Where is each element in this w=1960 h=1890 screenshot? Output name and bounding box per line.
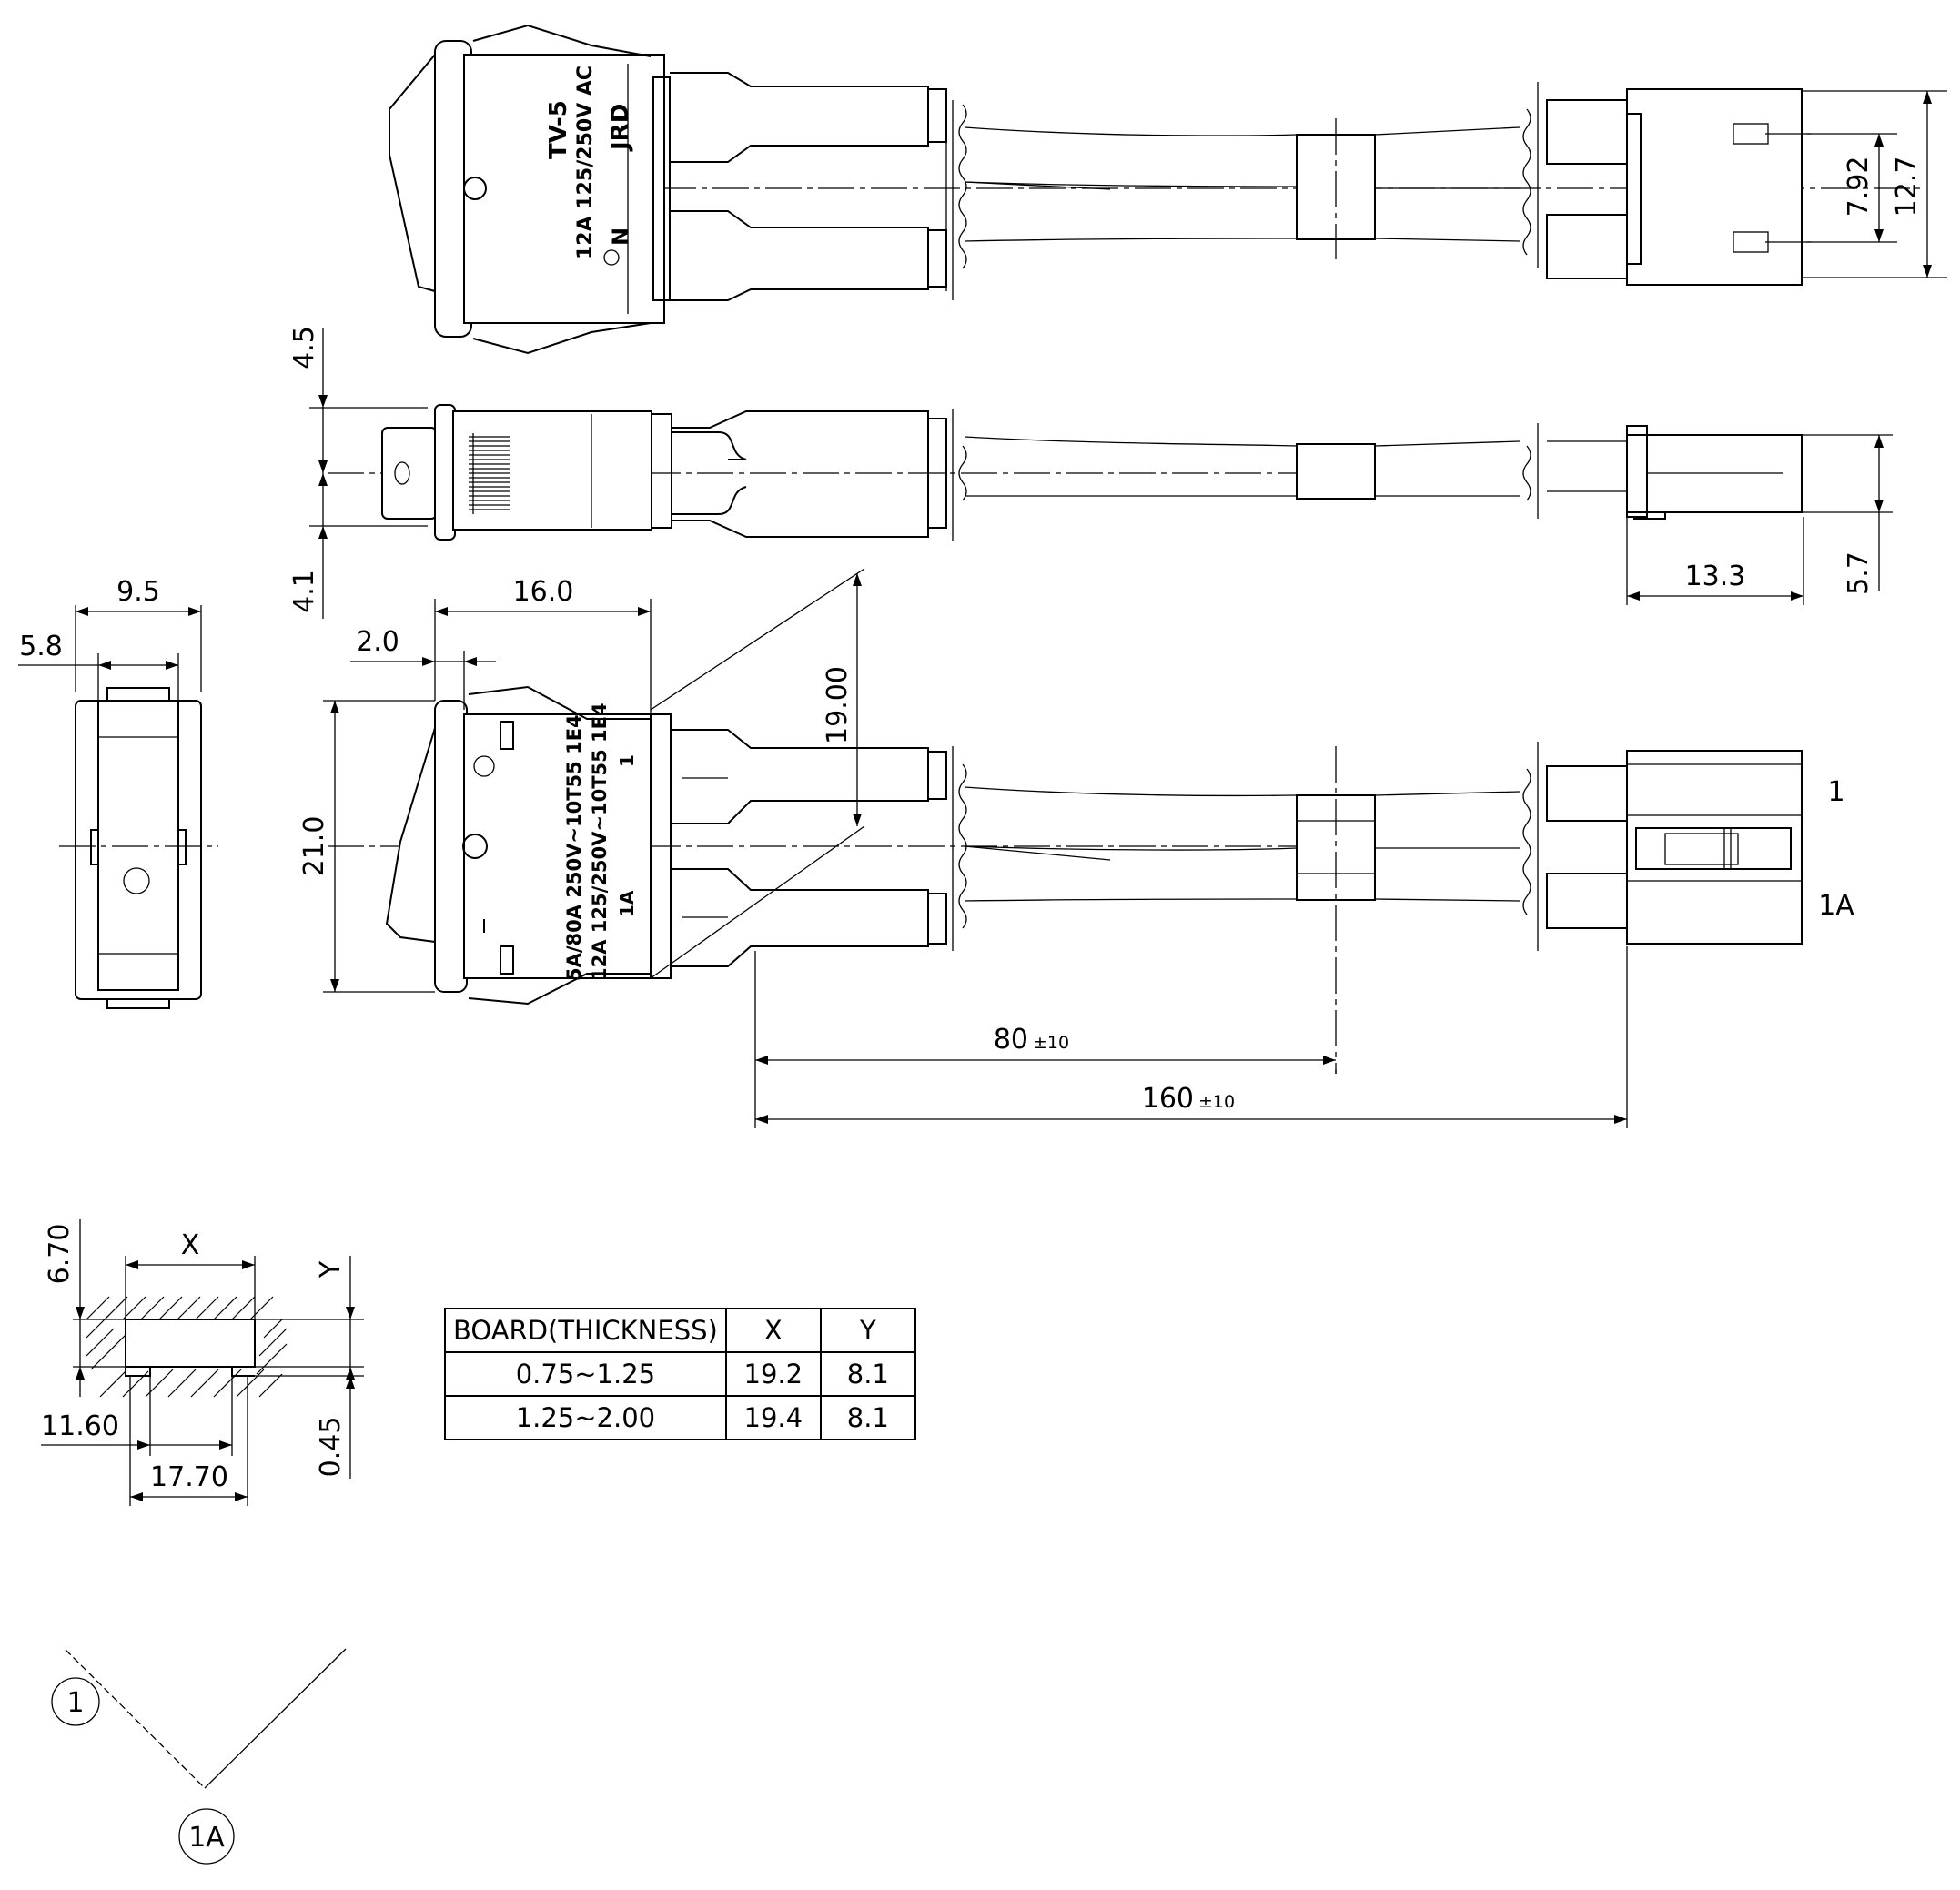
board-thickness-table: BOARD(THICKNESS) X Y 0.75~1.25 19.2 8.1 …: [444, 1308, 916, 1440]
connector-top: [1626, 88, 1803, 286]
housing-side: [452, 410, 652, 531]
switch-schematic: 1 1A: [51, 1648, 347, 1865]
dim-connector-height: 5.7: [1843, 551, 1874, 595]
dim-sleeve-tolerance: ±10: [1033, 1033, 1069, 1053]
dim-sleeve-distance: 80: [994, 1024, 1028, 1056]
table-row: 0.75~1.25 19.2 8.1: [444, 1351, 916, 1397]
dim-switch-height: 21.0: [298, 816, 330, 877]
table-header-row: BOARD(THICKNESS) X Y: [444, 1308, 916, 1353]
housing-front: [463, 713, 652, 979]
schematic-node-1: 1: [66, 1687, 84, 1719]
cutout-dim-11-60: 11.60: [41, 1410, 119, 1442]
model-label: TV-5: [545, 100, 572, 159]
table-cell: 19.4: [724, 1395, 822, 1440]
table-header: X: [724, 1308, 822, 1353]
table-cell: 0.75~1.25: [444, 1351, 727, 1397]
table-cell: 19.2: [724, 1351, 822, 1397]
dim-body-width: 9.5: [116, 576, 160, 608]
terminal-1-mark: 1: [616, 754, 638, 767]
rating-label-top: 12A 125/250V AC: [574, 66, 597, 259]
front-view: 5A/80A 250V~10T55 1E4 12A 125/250V~10T55…: [298, 568, 1854, 1128]
cutout-dim-6-70: 6.70: [44, 1224, 76, 1285]
dim-terminal-spacing: 19.00: [822, 666, 854, 744]
cutout-label-x: X: [181, 1229, 200, 1261]
table-cell: 8.1: [819, 1351, 916, 1397]
table-header: Y: [819, 1308, 916, 1353]
dim-connector-length: 13.3: [1685, 561, 1746, 592]
side-view: 4.5 4.1 5.7 13.3: [288, 326, 1893, 619]
table-cell: 1.25~2.00: [444, 1395, 727, 1440]
dim-switch-length: 16.0: [513, 576, 574, 608]
brand-label: JRD: [607, 104, 634, 152]
dim-flange: 2.0: [356, 626, 399, 658]
terminal-label-1: 1: [1827, 776, 1844, 808]
rocker-front: [385, 727, 436, 944]
dim-connector-width: 12.7: [1891, 157, 1923, 217]
mark-n-label: N: [608, 227, 633, 246]
table-header: BOARD(THICKNESS): [444, 1308, 727, 1353]
dim-side-lower: 4.1: [288, 570, 320, 613]
table-row: 1.25~2.00 19.4 8.1: [444, 1395, 916, 1440]
terminal-label-1a: 1A: [1818, 890, 1854, 922]
rocker-top: [389, 52, 436, 293]
cutout-dim-17-70: 17.70: [150, 1461, 228, 1493]
dim-connector-pitch: 7.92: [1843, 157, 1874, 217]
housing-top: [463, 54, 665, 324]
bezel-front: [434, 700, 468, 993]
table-cell: 8.1: [819, 1395, 916, 1440]
schematic-node-1a: 1A: [188, 1822, 225, 1854]
dim-wire-length: 160: [1142, 1083, 1194, 1115]
dim-side-upper: 4.5: [288, 326, 320, 369]
cutout-label-y: Y: [315, 1260, 347, 1279]
rating-label-1: 5A/80A 250V~10T55 1E4: [563, 714, 585, 981]
dim-wire-tolerance: ±10: [1198, 1092, 1235, 1112]
terminal-1a-mark: 1A: [616, 890, 638, 917]
cutout-dim-0-45: 0.45: [315, 1417, 347, 1478]
connector-front: [1626, 750, 1803, 945]
end-view: 9.5 5.8: [18, 576, 218, 1009]
sleeve-side: [1296, 443, 1376, 500]
panel-cutout: X 6.70 Y 0.45 11.60 17.70: [41, 1219, 364, 1506]
dim-body-inner: 5.8: [19, 631, 63, 662]
top-view: TV-5 12A 125/250V AC JRD N: [389, 24, 1947, 355]
rating-label-2: 12A 125/250V~10T55 1E4: [589, 702, 611, 981]
